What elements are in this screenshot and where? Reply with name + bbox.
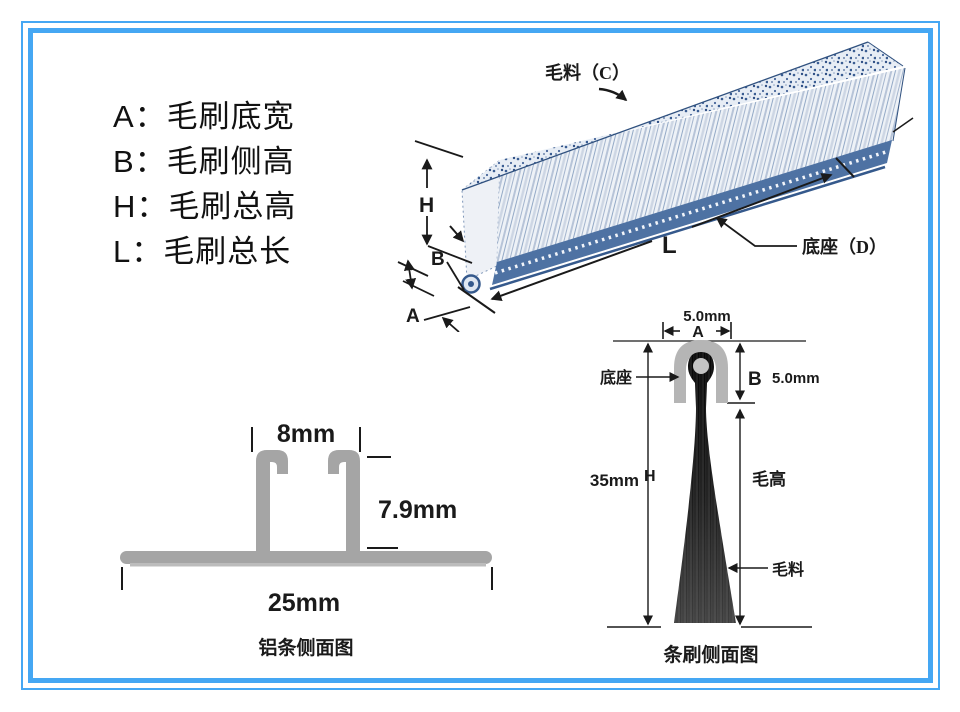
brush-bristle-texture — [674, 352, 736, 623]
aluminum-top-width-dim: 8mm — [277, 420, 335, 448]
brush-top-width-dim: 5.0mm — [683, 308, 731, 325]
iso-base-leader-arrow — [715, 217, 797, 247]
brush-base-label: 底座 — [600, 368, 632, 387]
brush-b-label: B — [748, 369, 762, 390]
brush-bristle-label: 毛料 — [772, 560, 804, 579]
iso-base-label: 底座（D） — [802, 236, 887, 257]
iso-a-label: A — [406, 306, 420, 327]
aluminum-profile-shape — [120, 450, 492, 567]
dimension-legend: A：毛刷底宽 B：毛刷侧高 H：毛刷总高 L：毛刷总长 — [113, 94, 296, 274]
brush-side-view: 5.0mm A 35mm H B 5.0mm 底座 毛高 毛料 — [590, 308, 820, 666]
legend-line-h: H：毛刷总高 — [113, 189, 297, 224]
brush-bristle-height-label: 毛高 — [752, 469, 786, 489]
iso-l-label: L — [662, 232, 677, 259]
brush-b-dimension — [727, 342, 755, 626]
iso-left-end-face — [461, 158, 501, 281]
iso-b-label: B — [431, 249, 445, 270]
brush-a-label: A — [692, 324, 704, 341]
legend-line-b: B：毛刷侧高 — [113, 144, 295, 179]
brush-holder-base — [674, 340, 728, 403]
aluminum-right-post — [328, 450, 360, 551]
iso-h-label: H — [419, 194, 434, 217]
aluminum-profile-view: 8mm 7.9mm 25mm 铝条侧面图 — [120, 420, 493, 659]
iso-rail-stitches — [494, 149, 890, 275]
iso-b-arrow — [449, 225, 465, 243]
brush-total-height-dim: 35mm — [590, 471, 639, 490]
iso-front-face — [497, 68, 905, 263]
iso-bristle-arrow — [598, 87, 628, 102]
aluminum-post-height-dim: 7.9mm — [378, 496, 457, 524]
iso-base-rail — [492, 140, 892, 285]
brush-core-wire — [693, 358, 709, 374]
brush-h-label: H — [644, 468, 656, 485]
brush-a-dimension — [662, 322, 732, 339]
iso-b-ticks — [397, 259, 465, 297]
aluminum-base-width-dim: 25mm — [268, 589, 340, 617]
legend-line-l: L：毛刷总长 — [113, 234, 292, 269]
legend-line-a: A：毛刷底宽 — [113, 99, 295, 134]
iso-brush-body — [461, 41, 914, 294]
iso-a-ticks — [423, 306, 471, 332]
aluminum-dimension-ticks — [121, 427, 493, 590]
brush-view-caption: 条刷侧面图 — [663, 643, 758, 666]
iso-brush-illustration: 毛料（C） H B A — [397, 41, 914, 332]
iso-l-dimension — [457, 157, 855, 314]
iso-bristle-top-band — [462, 42, 903, 190]
iso-bristle-material-label: 毛料（C） — [545, 62, 630, 83]
iso-h-dimension — [414, 140, 473, 264]
brush-side-height-dim: 5.0mm — [772, 370, 820, 387]
aluminum-left-post — [256, 450, 288, 551]
aluminum-view-caption: 铝条侧面图 — [258, 636, 353, 659]
